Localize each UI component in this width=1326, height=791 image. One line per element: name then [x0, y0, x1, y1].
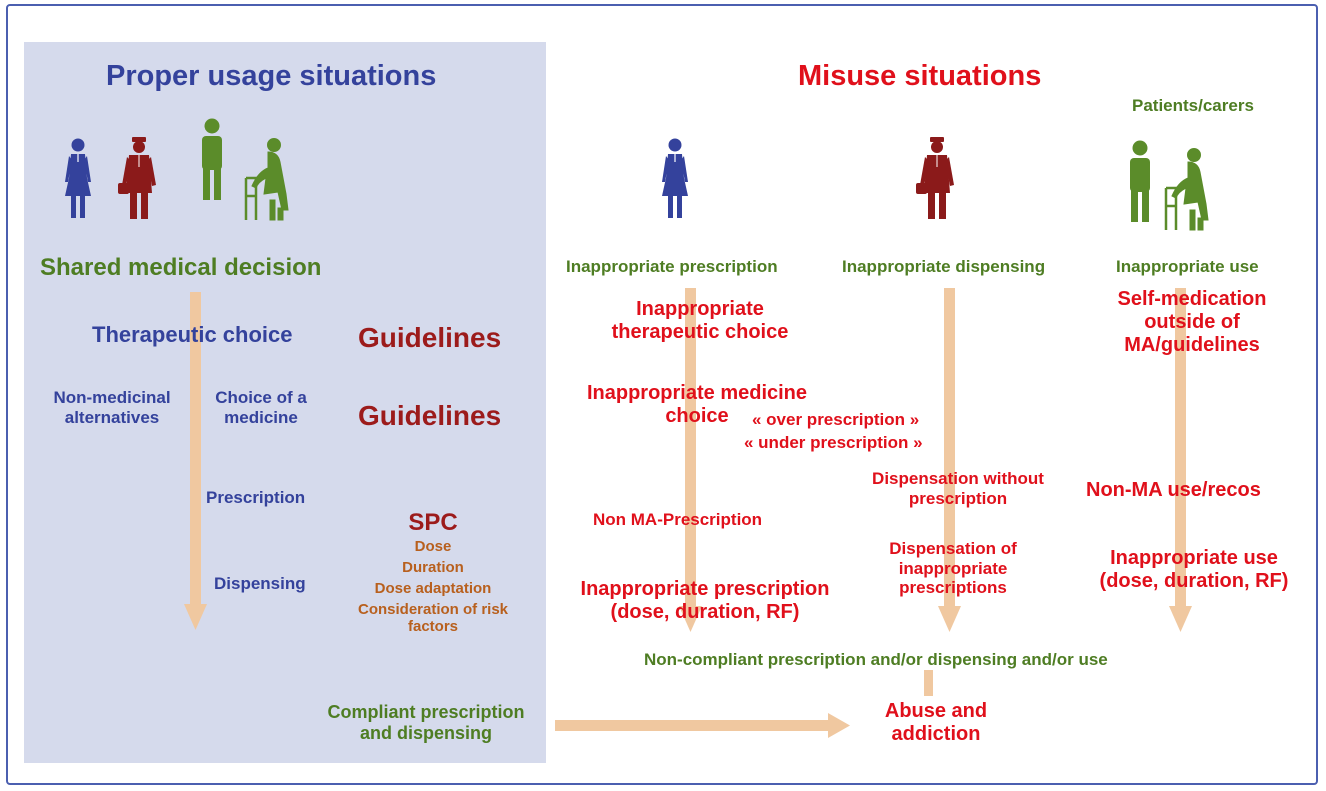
- carer-with-walker-icon: [244, 137, 290, 222]
- non-compliant-summary: Non-compliant prescription and/or dispen…: [644, 650, 1108, 669]
- inappropriate-dispensing-header: Inappropriate dispensing: [842, 257, 1046, 276]
- compliant-prescription-dispensing: Compliant prescription and dispensing: [327, 702, 525, 743]
- inappropriate-prescription-details: Inappropriate prescription (dose, durati…: [580, 578, 830, 623]
- spc-dose: Dose: [414, 538, 452, 555]
- dispensing-step: Dispensing: [214, 574, 306, 593]
- choice-of-medicine: Choice of a medicine: [215, 388, 307, 427]
- guidelines-therapeutic: Guidelines: [358, 322, 502, 353]
- compliant-to-abuse-arrow: [555, 713, 850, 738]
- prescription-step: Prescription: [206, 488, 306, 507]
- doctor-icon: [64, 137, 92, 219]
- proper-usage-flow-arrow: [184, 292, 207, 630]
- spc-risk-factors: Consideration of risk factors: [357, 601, 509, 636]
- guidelines-medicine: Guidelines: [358, 400, 502, 431]
- therapeutic-choice: Therapeutic choice: [92, 322, 293, 347]
- diagram-frame: [6, 4, 1318, 785]
- spc-dose-adaptation: Dose adaptation: [374, 580, 492, 597]
- patient-icon: [1130, 140, 1150, 222]
- use-flow-arrow: [1169, 288, 1192, 632]
- inappropriate-medicine-choice: Inappropriate medicine choice: [586, 382, 808, 427]
- abuse-and-addiction: Abuse and addiction: [884, 700, 988, 745]
- inappropriate-use-header: Inappropriate use: [1116, 257, 1259, 276]
- self-medication: Self-medication outside of MA/guidelines: [1117, 288, 1267, 356]
- inappropriate-prescription-header: Inappropriate prescription: [566, 257, 778, 276]
- non-medicinal-alternatives: Non-medicinal alternatives: [53, 388, 171, 427]
- misuse-heading: Misuse situations: [798, 60, 1042, 92]
- non-ma-prescription: Non MA-Prescription: [593, 510, 763, 529]
- dispensation-without-prescription: Dispensation without prescription: [872, 469, 1044, 508]
- proper-usage-heading: Proper usage situations: [106, 60, 437, 92]
- inappropriate-use-details: Inappropriate use (dose, duration, RF): [1099, 547, 1289, 592]
- pharmacist-icon: [915, 136, 955, 220]
- patients-carers-label: Patients/carers: [1132, 96, 1254, 115]
- prescription-flow-arrow: [679, 288, 702, 632]
- spc-duration: Duration: [402, 559, 464, 576]
- over-prescription: « over prescription »: [752, 410, 920, 429]
- proper-usage-panel: [24, 42, 546, 763]
- pharmacist-icon: [117, 136, 157, 220]
- under-prescription: « under prescription »: [744, 433, 923, 452]
- carer-with-walker-icon: [1164, 147, 1210, 232]
- non-ma-use-recos: Non-MA use/recos: [1086, 479, 1261, 501]
- spc-label: SPC: [408, 509, 458, 536]
- dispensing-flow-arrow: [938, 288, 961, 632]
- inappropriate-therapeutic-choice: Inappropriate therapeutic choice: [611, 298, 789, 343]
- non-compliant-to-abuse-arrow: [924, 670, 933, 696]
- patient-icon: [202, 118, 222, 200]
- dispensation-inappropriate-prescriptions: Dispensation of inappropriate prescripti…: [889, 539, 1017, 598]
- doctor-icon: [661, 137, 689, 219]
- shared-medical-decision: Shared medical decision: [40, 254, 322, 281]
